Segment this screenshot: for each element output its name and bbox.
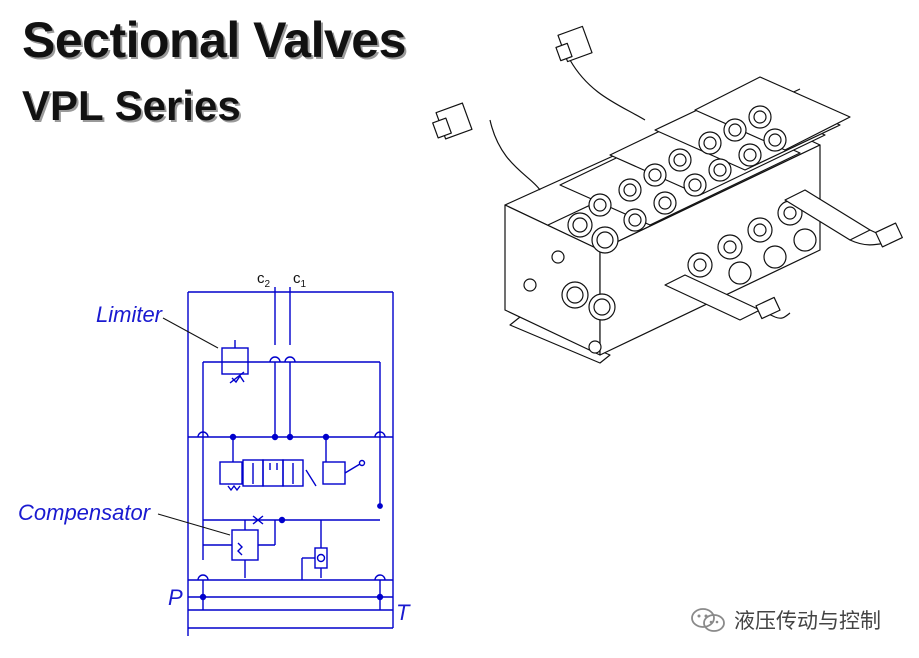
port-t-label: T [396, 600, 410, 625]
hydraulic-schematic [157, 287, 394, 636]
wechat-icon [691, 608, 725, 632]
port-c2-sub: 2 [264, 279, 271, 290]
page-title: Sectional Valves [22, 12, 406, 68]
valve-assembly-illustration [432, 25, 903, 364]
watermark-text: 液压传动与控制 [734, 609, 881, 633]
page-subtitle: VPL Series [22, 82, 241, 129]
port-c1-sub: 1 [300, 279, 307, 290]
compensator-label: Compensator [18, 500, 151, 525]
port-c1-label: c1 [293, 270, 306, 290]
watermark: 液压传动与控制 [690, 604, 881, 636]
limiter-label: Limiter [96, 302, 163, 327]
port-c1-base: c [293, 270, 301, 287]
port-p-label: P [168, 585, 183, 610]
port-c2-base: c [257, 270, 265, 287]
port-c2-label: c2 [257, 270, 270, 290]
